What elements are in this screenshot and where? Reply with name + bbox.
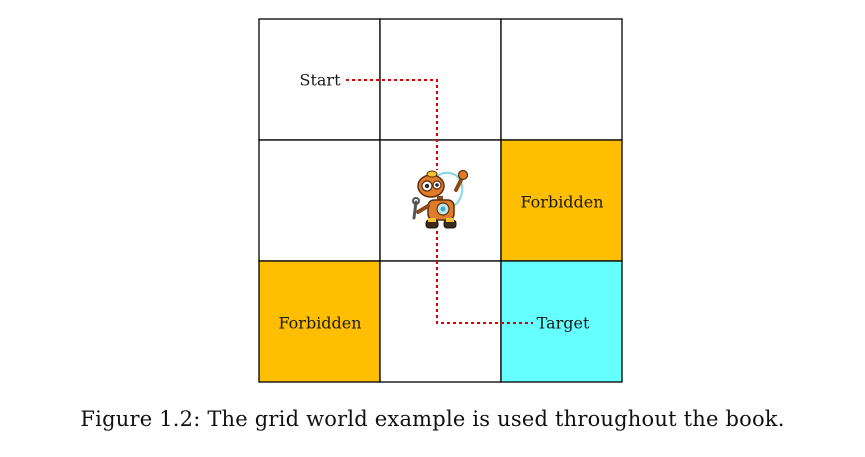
target-label: Target [537, 314, 590, 333]
cell-r2-c2-target [500, 260, 623, 383]
cell-r0-c1 [379, 18, 502, 141]
figure-caption: Figure 1.2: The grid world example is us… [80, 407, 785, 431]
cell-r2-c0-forbidden [258, 260, 381, 383]
path-robot-to-target [436, 231, 533, 324]
cell-r2-c1 [379, 260, 502, 383]
forbidden-label-r2-c0: Forbidden [278, 314, 361, 333]
robot-icon [412, 169, 469, 229]
start-label: Start [299, 71, 341, 90]
forbidden-label-r1-c2: Forbidden [520, 193, 603, 212]
path-start-to-robot [346, 79, 438, 170]
cell-r1-c0 [258, 139, 381, 262]
cell-r1-c2-forbidden [500, 139, 623, 262]
grid-world-diagram: Start Forbidden Forbidden Target [258, 18, 623, 383]
cell-r0-c2 [500, 18, 623, 141]
